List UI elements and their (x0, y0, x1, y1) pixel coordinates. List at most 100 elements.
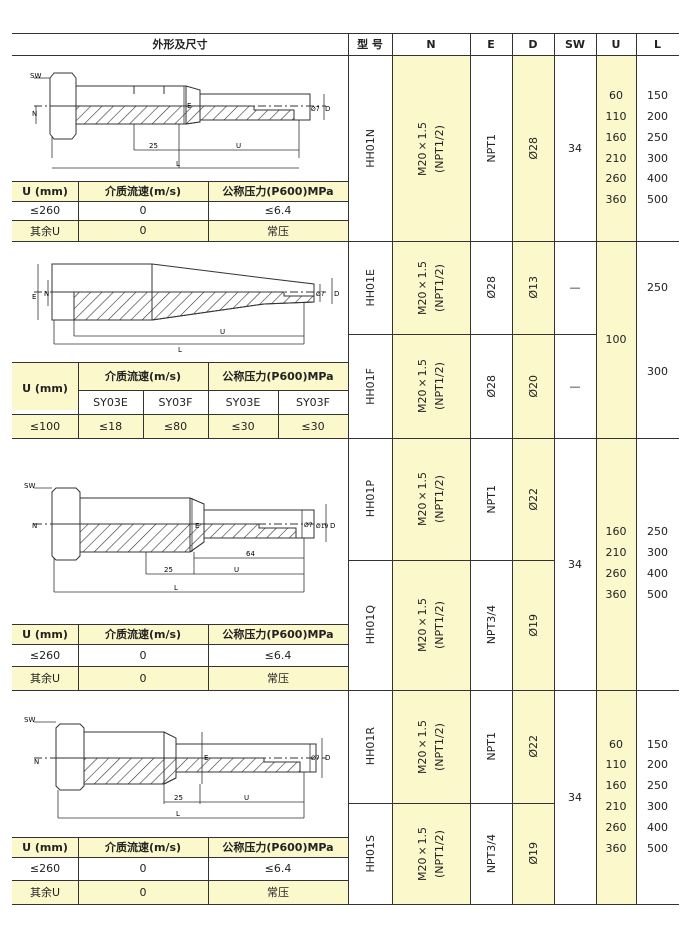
label-e: E (32, 293, 36, 301)
label-l: L (174, 584, 178, 592)
d-hh01r: Ø22 (526, 735, 540, 758)
e-hh01s: NPT3/4 (484, 833, 498, 874)
label-e: E (195, 522, 199, 530)
sw-e: — (569, 281, 581, 294)
header-shape: 外形及尺寸 (152, 38, 208, 51)
n-hh01p-2: (NPT1/2) (433, 475, 446, 523)
n-column-bg (392, 56, 470, 904)
u-bg-g3 (596, 438, 636, 690)
u-bg-g2 (596, 241, 636, 438)
label-d: D (325, 754, 330, 762)
label-d: D (330, 522, 335, 530)
s1-h-pressure: 公称压力(P600)MPa (222, 185, 334, 198)
header-l: L (653, 37, 661, 51)
e-hh01n: NPT1 (484, 134, 498, 163)
label-e: E (204, 754, 208, 762)
s1-r2-speed: 0 (139, 224, 147, 237)
d-hh01n: Ø28 (526, 137, 540, 160)
label-l: L (176, 810, 180, 818)
u-g2: 100 (605, 333, 627, 346)
label-d19: Ø19 (316, 523, 329, 530)
label-sw: SW (24, 716, 35, 724)
s3-h-u: U (mm) (22, 627, 68, 641)
s3-h-pressure: 公称压力(P600)MPa (222, 628, 334, 641)
n-hh01e-1: M20×1.5 (416, 260, 429, 315)
s3-r2-u: 其余U (29, 672, 61, 685)
label-n: N (32, 522, 37, 530)
s4-r1-pressure: ≤6.4 (264, 862, 292, 875)
s2-h-speed: 介质流速(m/s) (104, 370, 182, 383)
l-e: 250 (647, 281, 668, 294)
label-d7: Ø7 (316, 291, 325, 298)
label-d7: Ø7 (311, 106, 320, 113)
n-hh01n-1: M20×1.5 (416, 121, 429, 176)
e-hh01e: Ø28 (484, 276, 498, 299)
model-hh01s: HH01S (363, 834, 377, 873)
s3-r1-u: ≤260 (29, 648, 61, 662)
label-u: U (234, 566, 239, 574)
d-hh01q: Ø19 (526, 613, 540, 637)
header-n: N (426, 37, 436, 51)
sw-g3: 34 (568, 557, 582, 571)
d-hh01p: Ø22 (526, 487, 540, 511)
drawing-hh01p: SW N E Ø7 Ø19 D 64 25 U L (24, 482, 335, 593)
header-model: 型 号 (357, 38, 383, 51)
label-l: L (178, 346, 182, 354)
label-d7: Ø7 (304, 522, 313, 529)
s4-h-speed: 介质流速(m/s) (104, 841, 182, 854)
n-hh01q-2: (NPT1/2) (433, 601, 446, 649)
s3-r2-speed: 0 (139, 671, 147, 685)
s1-r2-u: 其余U (29, 224, 61, 238)
s1-h-speed: 介质流速(m/s) (104, 185, 182, 198)
s1-r1-u: ≤260 (29, 204, 61, 217)
label-n: N (32, 110, 37, 118)
label-64: 64 (246, 550, 255, 558)
label-d: D (325, 105, 330, 113)
n-hh01r-2: (NPT1/2) (433, 722, 446, 771)
model-hh01n: HH01N (363, 129, 377, 168)
label-25: 25 (164, 566, 173, 574)
u-bg-g1 (596, 56, 636, 241)
model-hh01q: HH01Q (363, 605, 377, 645)
s3-r2-pressure: 常压 (267, 672, 289, 685)
n-hh01f-2: (NPT1/2) (433, 362, 446, 410)
s2-sub-1: SY03E (93, 395, 128, 409)
sw-f: — (569, 379, 581, 393)
s4-h-u: U (mm) (22, 840, 68, 854)
s2-sub-4: SY03F (295, 395, 331, 409)
n-hh01q-1: M20×1.5 (416, 598, 429, 652)
n-hh01e-2: (NPT1/2) (433, 263, 446, 312)
s4-r2-u: 其余U (29, 886, 61, 899)
header-sw: SW (564, 37, 586, 51)
label-n: N (44, 290, 49, 298)
e-hh01p: NPT1 (484, 484, 498, 514)
label-d: D (334, 290, 339, 298)
s2-r-2: ≤80 (163, 419, 188, 433)
model-hh01p: HH01P (363, 480, 377, 518)
drawing-hh01n: SW N E Ø7 D 25 U L (30, 72, 330, 169)
u-bg-g4 (596, 690, 636, 904)
label-25: 25 (149, 142, 158, 150)
model-hh01e: HH01E (363, 268, 377, 307)
label-d7: Ø7 (311, 755, 320, 762)
s2-h-u: U (mm) (22, 381, 68, 395)
s1-h-u: U (mm) (22, 184, 68, 198)
label-e: E (187, 102, 191, 110)
e-hh01r: NPT1 (484, 732, 498, 761)
label-n: N (34, 758, 39, 766)
s1-r1-pressure: ≤6.4 (264, 204, 292, 217)
s4-h-pressure: 公称压力(P600)MPa (222, 841, 334, 854)
label-sw: SW (30, 72, 41, 80)
n-hh01n-2: (NPT1/2) (433, 124, 446, 173)
d-hh01e: Ø13 (526, 276, 540, 299)
sw-g4: 34 (568, 790, 582, 804)
s2-sub-3: SY03E (225, 395, 261, 409)
s4-r1-u: ≤260 (29, 862, 61, 875)
label-sw: SW (24, 482, 35, 490)
n-hh01s-1: M20×1.5 (416, 826, 429, 881)
s4-r2-speed: 0 (139, 885, 147, 899)
s2-h-pressure: 公称压力(P600)MPa (222, 370, 334, 383)
